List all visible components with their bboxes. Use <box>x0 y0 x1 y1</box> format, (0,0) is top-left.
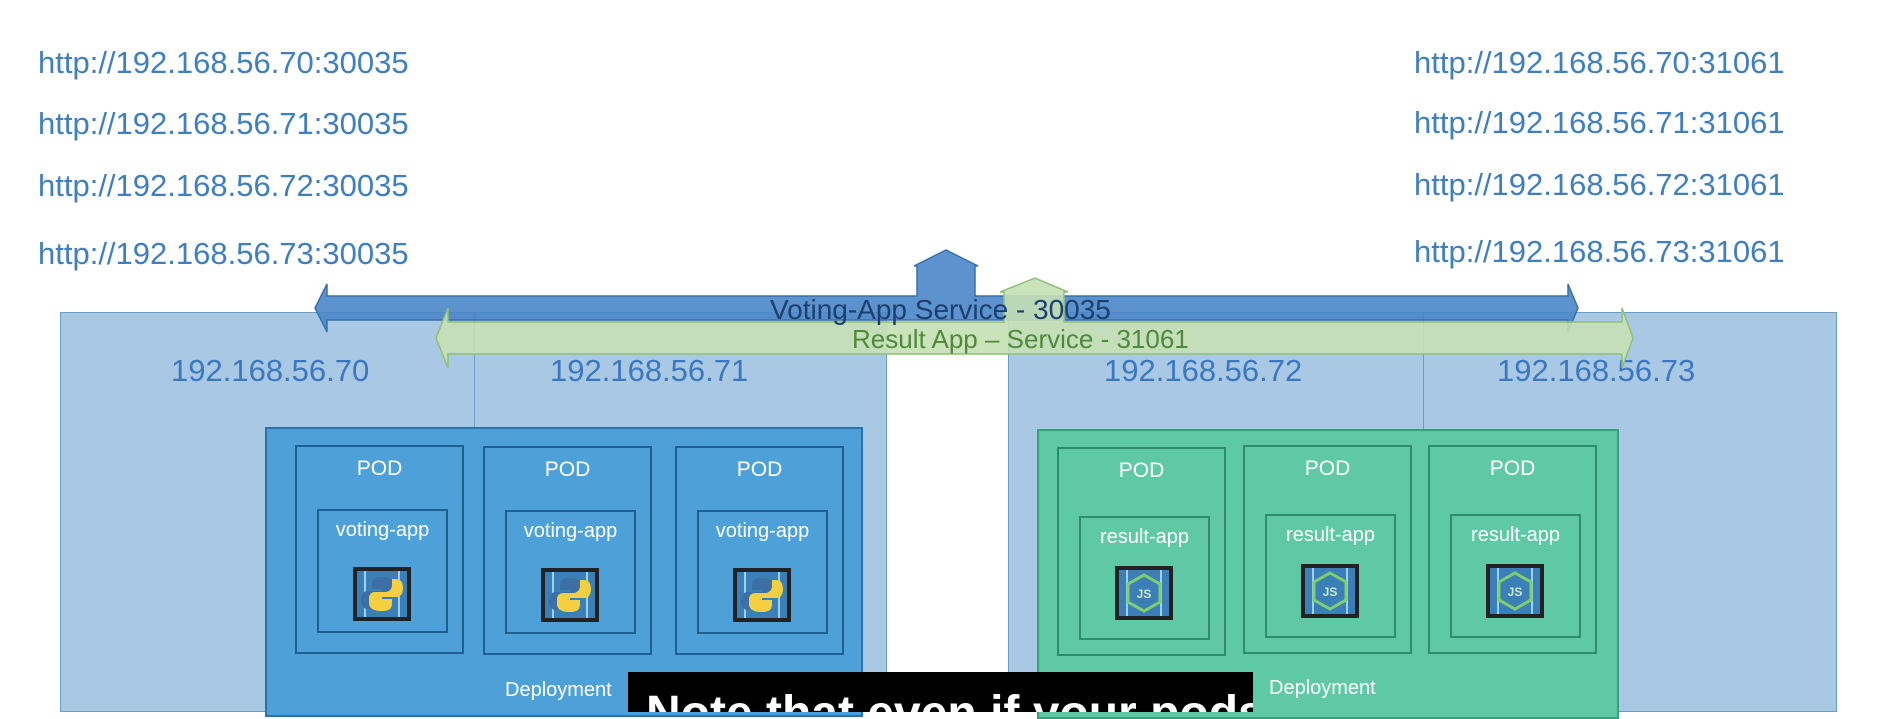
voting-url-1[interactable]: http://192.168.56.70:30035 <box>38 45 409 80</box>
result-service-label: Result App – Service - 31061 <box>852 324 1189 354</box>
pod-label: POD <box>736 458 783 481</box>
voting-pod-2: POD voting-app <box>483 446 652 655</box>
container-label: voting-app <box>335 519 430 541</box>
voting-deployment: POD voting-app POD voting-app <box>265 427 863 717</box>
result-pod-3: POD result-app JS <box>1428 445 1597 654</box>
result-url-2[interactable]: http://192.168.56.71:31061 <box>1414 105 1785 140</box>
pod-label: POD <box>1304 457 1351 480</box>
container-label: voting-app <box>523 520 618 542</box>
nodejs-icon: JS <box>1301 564 1359 618</box>
result-app-container: result-app JS <box>1265 514 1396 638</box>
container-label: result-app <box>1471 524 1560 546</box>
node-ip-2: 192.168.56.71 <box>550 353 749 388</box>
result-deployment: POD result-app JS POD result-app JS <box>1037 429 1619 719</box>
subtitle-caption: Note that even if your pods <box>628 672 1253 712</box>
svg-text:JS: JS <box>1137 587 1152 601</box>
nodejs-icon: JS <box>1486 564 1544 618</box>
caption-text: Note that even if your pods <box>646 686 1253 712</box>
voting-app-container: voting-app <box>317 509 448 633</box>
result-pod-1: POD result-app JS <box>1057 447 1226 656</box>
voting-url-2[interactable]: http://192.168.56.71:30035 <box>38 106 409 141</box>
container-label: result-app <box>1100 526 1189 548</box>
deployment-label: Deployment <box>505 679 612 701</box>
voting-url-3[interactable]: http://192.168.56.72:30035 <box>38 168 409 203</box>
svg-text:JS: JS <box>1323 585 1338 599</box>
container-label: voting-app <box>715 520 810 542</box>
result-url-4[interactable]: http://192.168.56.73:31061 <box>1414 234 1785 269</box>
voting-app-container: voting-app <box>505 510 636 634</box>
pod-label: POD <box>1489 457 1536 480</box>
result-pod-2: POD result-app JS <box>1243 445 1412 654</box>
voting-pod-1: POD voting-app <box>295 445 464 654</box>
voting-pod-3: POD voting-app <box>675 446 844 655</box>
voting-url-4[interactable]: http://192.168.56.73:30035 <box>38 236 409 271</box>
pod-label: POD <box>356 457 403 480</box>
node-ip-4: 192.168.56.73 <box>1497 353 1696 388</box>
svg-text:JS: JS <box>1508 585 1523 599</box>
pod-label: POD <box>544 458 591 481</box>
nodejs-icon: JS <box>1115 566 1173 620</box>
node-ip-1: 192.168.56.70 <box>171 353 370 388</box>
result-app-container: result-app JS <box>1450 514 1581 638</box>
voting-service-label: Voting-App Service - 30035 <box>770 294 1111 325</box>
deployment-label: Deployment <box>1269 677 1376 699</box>
voting-app-container: voting-app <box>697 510 828 634</box>
python-icon <box>733 568 791 622</box>
result-url-3[interactable]: http://192.168.56.72:31061 <box>1414 167 1785 202</box>
container-label: result-app <box>1286 524 1375 546</box>
result-url-1[interactable]: http://192.168.56.70:31061 <box>1414 45 1785 80</box>
result-app-container: result-app JS <box>1079 516 1210 640</box>
pod-label: POD <box>1118 459 1165 482</box>
node-ip-3: 192.168.56.72 <box>1104 353 1303 388</box>
python-icon <box>353 567 411 621</box>
python-icon <box>541 568 599 622</box>
